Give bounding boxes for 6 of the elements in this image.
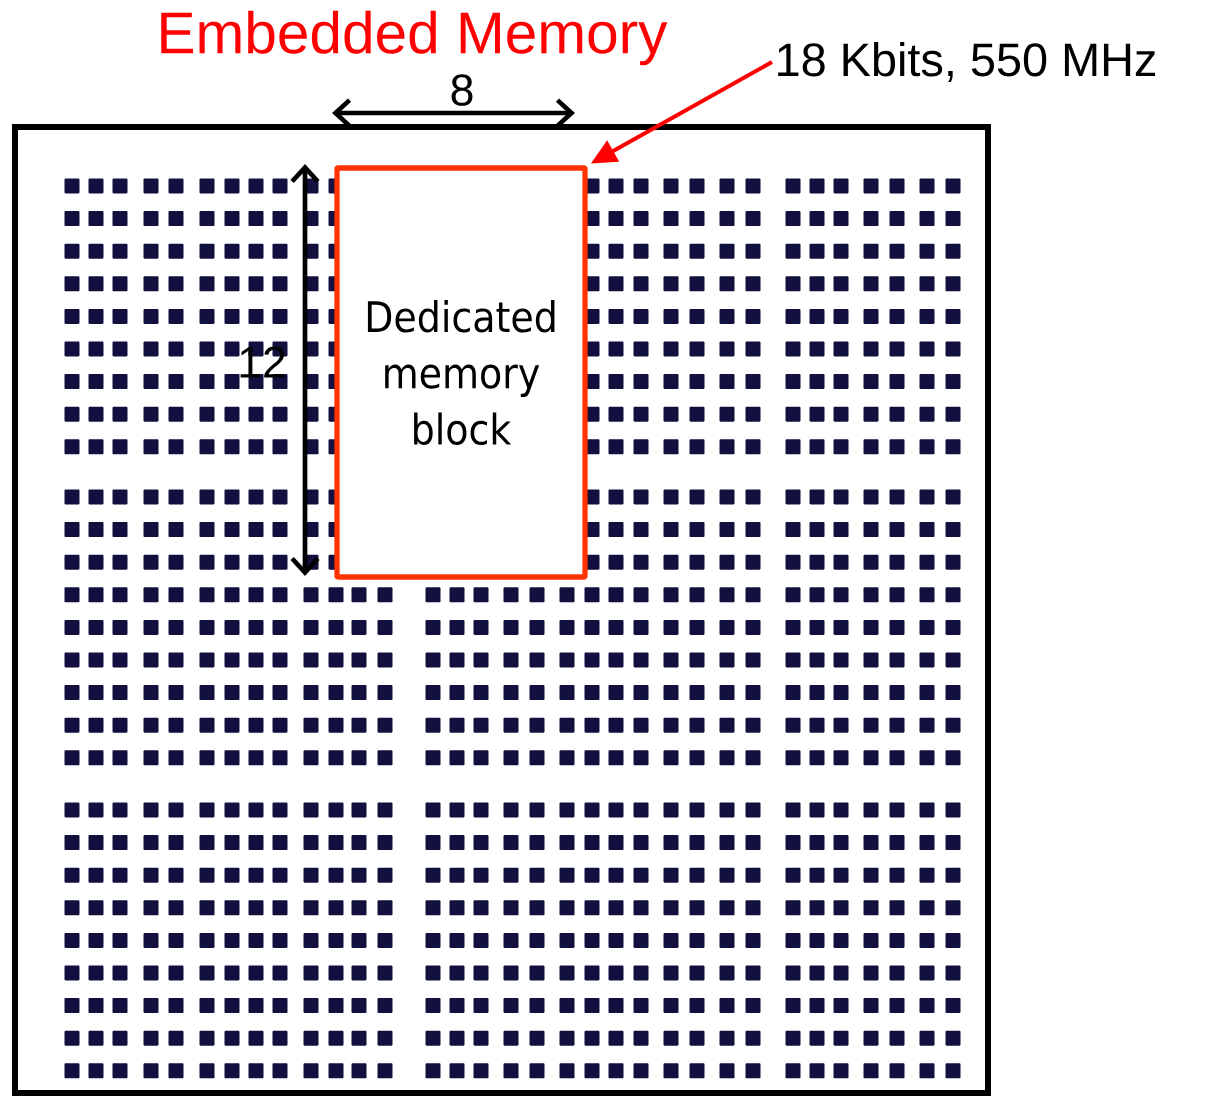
callout-text: 18 Kbits, 550 MHz xyxy=(778,42,1156,82)
dimension-label: 12 xyxy=(240,346,285,378)
chip-outline xyxy=(12,124,991,1096)
dimension-label: 8 xyxy=(451,74,473,106)
title: Embedded Memory xyxy=(161,10,668,66)
memory-block: Dedicated memory block xyxy=(334,165,588,580)
